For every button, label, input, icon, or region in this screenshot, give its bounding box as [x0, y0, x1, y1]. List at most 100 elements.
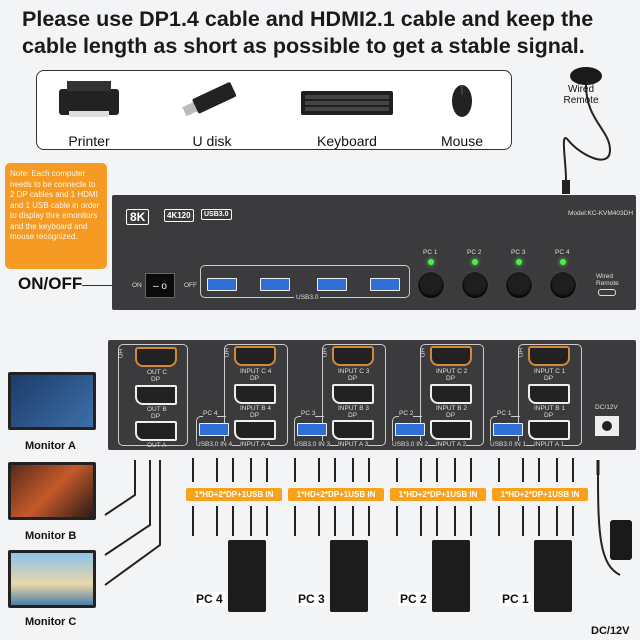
dp-input-a[interactable]	[528, 420, 570, 440]
hdmi-input[interactable]	[430, 346, 472, 366]
cable-label: 1*HD+2*DP+1USB IN	[390, 488, 486, 501]
usb-input-port[interactable]	[297, 423, 327, 436]
dc-jack[interactable]	[595, 416, 619, 436]
cable	[498, 506, 500, 536]
dp-label: DP	[151, 413, 161, 420]
usb-port[interactable]	[370, 278, 400, 291]
pc-tower	[432, 540, 470, 612]
cable	[368, 458, 370, 482]
dp-input-b[interactable]	[528, 384, 570, 404]
dp-input-b[interactable]	[332, 384, 374, 404]
input-b-label: INPUT B 4	[240, 405, 271, 412]
cable	[352, 506, 354, 536]
kvm-back-panel: HD OUT C DP OUT B DP OUT A PC 4 HD INPUT…	[108, 340, 636, 450]
usb-input-port[interactable]	[493, 423, 523, 436]
dc-label: DC/12V	[595, 404, 618, 411]
input-c-label: INPUT C 2	[436, 368, 468, 375]
pc2-button[interactable]	[462, 272, 488, 298]
cable	[232, 458, 234, 482]
output-group: HD OUT C DP OUT B DP OUT A	[116, 344, 188, 449]
hdmi-input[interactable]	[234, 346, 276, 366]
cable	[522, 506, 524, 536]
off-label: OFF	[184, 282, 197, 289]
pc-label: PC 1	[500, 592, 531, 606]
cable	[318, 506, 320, 536]
dp-input-a[interactable]	[332, 420, 374, 440]
pc-label: PC 4	[194, 592, 225, 606]
usb-port[interactable]	[207, 278, 237, 291]
monitor-c-image	[8, 550, 96, 608]
cable	[436, 458, 438, 482]
pc2-led	[472, 259, 478, 265]
pc1-label: PC 1	[423, 249, 438, 256]
input-group-pc1: PC 1 HD INPUT C 1 DP INPUT B 1 DP USB3.0…	[490, 344, 586, 448]
usb-port[interactable]	[317, 278, 347, 291]
power-switch[interactable]: – o	[145, 273, 175, 298]
dp-input-b[interactable]	[234, 384, 276, 404]
usb-input-port[interactable]	[199, 423, 229, 436]
cable	[420, 458, 422, 482]
wired-remote-port-label: Wired Remote	[596, 273, 619, 287]
dp-label: DP	[348, 375, 358, 382]
monitor-b-label: Monitor B	[25, 530, 77, 542]
cable	[556, 458, 558, 482]
pc-tower	[330, 540, 368, 612]
dp-out-b[interactable]	[135, 385, 177, 405]
pc3-button[interactable]	[506, 272, 532, 298]
input-b-label: INPUT B 2	[436, 405, 467, 412]
input-c-label: INPUT C 4	[240, 368, 272, 375]
dp-label: DP	[446, 375, 456, 382]
pc-label: PC 2	[399, 410, 414, 417]
dp-label: DP	[151, 376, 161, 383]
out-b-label: OUT B	[147, 406, 167, 413]
cable	[192, 458, 194, 482]
mouse-icon	[452, 85, 472, 117]
out-a-label: OUT A	[147, 442, 167, 449]
kvm-front-panel: 8K 4K120 USB3.0 Model:KC-KVM403DH ON – o…	[112, 195, 636, 310]
pc2-label: PC 2	[467, 249, 482, 256]
pc3-led	[516, 259, 522, 265]
hd-label: HD	[418, 348, 425, 358]
keyboard: Keyboard	[297, 75, 397, 149]
model-number: Model:KC-KVM403DH	[568, 210, 634, 217]
usb-port[interactable]	[260, 278, 290, 291]
usb-input-label: USB3.0 IN 3	[294, 441, 331, 448]
hdmi-input[interactable]	[528, 346, 570, 366]
dp-input-b[interactable]	[430, 384, 472, 404]
pc-label: PC 2	[398, 592, 429, 606]
cable	[192, 506, 194, 536]
power-adapter	[596, 460, 632, 576]
pc1-led	[428, 259, 434, 265]
usb-input-port[interactable]	[395, 423, 425, 436]
headline: Please use DP1.4 cable and HDMI2.1 cable…	[22, 7, 594, 58]
pc3-label: PC 3	[511, 249, 526, 256]
pc4-button[interactable]	[550, 272, 576, 298]
dp-input-a[interactable]	[430, 420, 472, 440]
pc1-button[interactable]	[418, 272, 444, 298]
hdmi-input[interactable]	[332, 346, 374, 366]
monitor-cables	[104, 460, 161, 586]
pc-label: PC 4	[203, 410, 218, 417]
usb-input-label: USB3.0 IN 2	[392, 441, 429, 448]
cable	[266, 458, 268, 482]
cable	[396, 506, 398, 536]
cable	[352, 458, 354, 482]
cable	[470, 506, 472, 536]
wired-remote-port[interactable]	[598, 289, 616, 296]
dp-label: DP	[348, 412, 358, 419]
dp-label: DP	[250, 412, 260, 419]
usb-input-label: USB3.0 IN 1	[490, 441, 527, 448]
pc-tower	[534, 540, 572, 612]
cable	[572, 458, 574, 482]
cable	[538, 458, 540, 482]
dp-input-a[interactable]	[234, 420, 276, 440]
badge-usb3: USB3.0	[201, 209, 232, 220]
hd-label: HD	[320, 348, 327, 358]
on-label: ON	[132, 282, 142, 289]
note-box: Note: Each computer needs to be connecte…	[5, 163, 107, 269]
cable	[396, 458, 398, 482]
hdmi-out-c[interactable]	[135, 347, 177, 367]
dp-out-a[interactable]	[135, 421, 177, 441]
input-a-label: INPUT A 3	[338, 441, 369, 448]
peripherals-box: Printer U disk Keyboard Mouse	[36, 70, 512, 150]
